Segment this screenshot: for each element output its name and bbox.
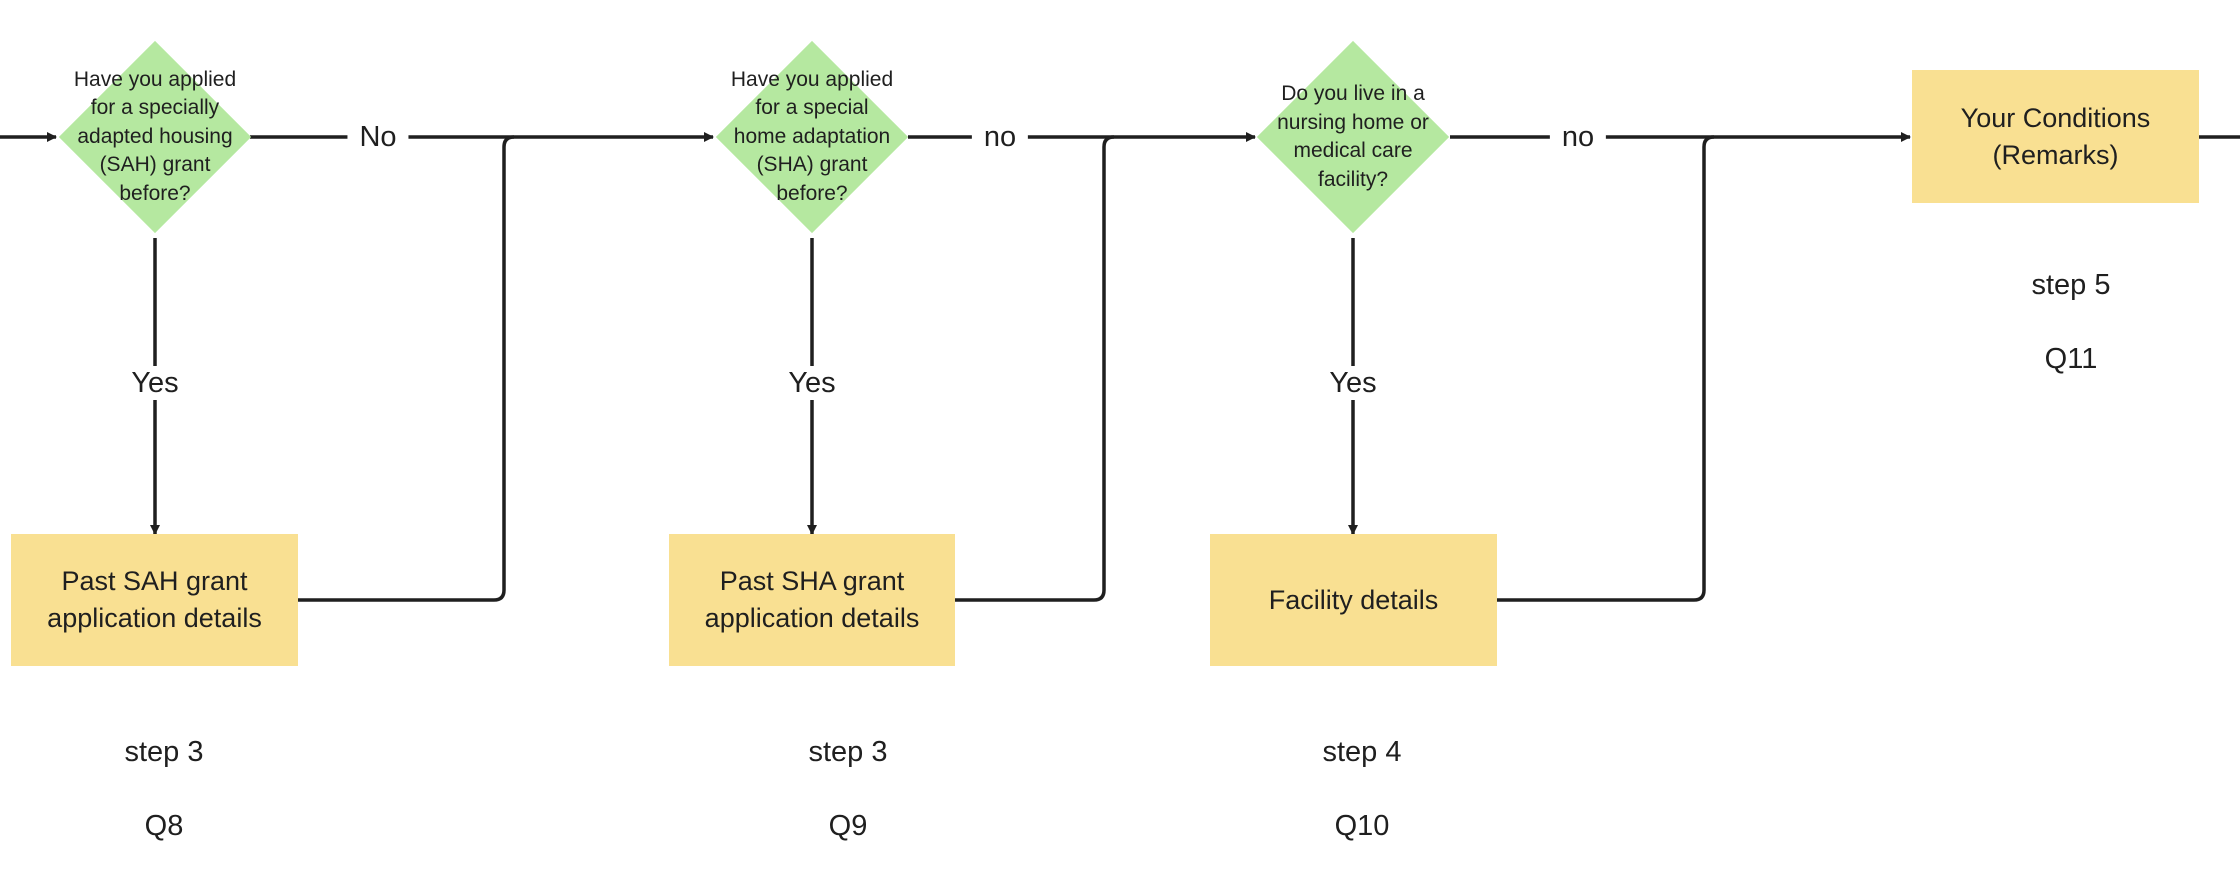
step-label: step 3 <box>124 736 204 768</box>
connector-sah-return <box>298 135 515 602</box>
step-caption-q11: step 5 Q11 <box>1971 230 2171 415</box>
question-label: Q8 <box>144 810 184 842</box>
step-label: step 3 <box>808 736 888 768</box>
question-label: Q9 <box>828 810 868 842</box>
decision-sah-applied: Have you applied for a specially adapted… <box>36 18 274 256</box>
step-caption-q10: step 4 Q10 <box>1262 697 1462 882</box>
decision-nursing-home: Do you live in a nursing home or medical… <box>1234 18 1472 256</box>
question-label: Q11 <box>2044 343 2098 375</box>
box-past-sha-details: Past SHA grant application details <box>669 534 955 666</box>
connector-facility-return <box>1497 135 1715 602</box>
decision-sha-applied: Have you applied for a special home adap… <box>693 18 931 256</box>
step-label: step 5 <box>2031 269 2111 301</box>
decision-text: Have you applied for a special home adap… <box>730 67 894 205</box>
decision-text: Do you live in a nursing home or medical… <box>1277 82 1429 191</box>
connector-sha-return <box>955 135 1115 602</box>
edge-label-yes-3: Yes <box>1317 366 1389 400</box>
box-your-conditions: Your Conditions (Remarks) <box>1912 70 2199 203</box>
edge-label-no-3: no <box>1549 120 1607 154</box>
connectors <box>0 132 2240 602</box>
edge-label-yes-1: Yes <box>119 366 191 400</box>
step-caption-q9: step 3 Q9 <box>748 697 948 882</box>
step-label: step 4 <box>1322 736 1402 768</box>
edge-label-no-2: no <box>971 120 1029 154</box>
decision-text: Have you applied for a specially adapted… <box>73 67 237 205</box>
box-past-sah-details: Past SAH grant application details <box>11 534 298 666</box>
edge-label-no-1: No <box>347 120 409 154</box>
step-caption-q8: step 3 Q8 <box>64 697 264 882</box>
flowchart-canvas: Have you applied for a specially adapted… <box>0 18 2240 842</box>
edge-label-yes-2: Yes <box>776 366 848 400</box>
question-label: Q10 <box>1334 810 1390 842</box>
box-facility-details: Facility details <box>1210 534 1497 666</box>
